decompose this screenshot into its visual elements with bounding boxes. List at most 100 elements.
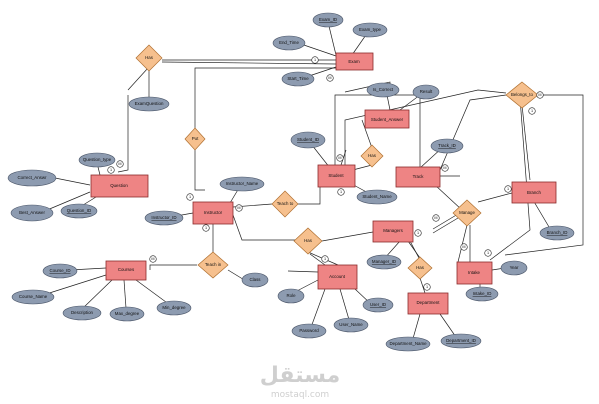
svg-text:Question_type: Question_type <box>83 157 112 162</box>
attribute-department-name: Department_Name <box>385 336 431 352</box>
svg-text:1: 1 <box>531 109 533 113</box>
svg-text:Student_ID: Student_ID <box>297 137 319 142</box>
entity-managers: Managers <box>372 220 414 243</box>
card-managers-1: 1 <box>414 229 422 237</box>
attribute-correct-answer: Correct_Answr <box>7 169 57 187</box>
card-intake-1: 1 <box>484 249 492 257</box>
card-department-1: 1 <box>423 283 431 291</box>
card-exam-m: M <box>326 74 334 82</box>
attribute-max-degree: Max_degree <box>109 306 145 322</box>
card-instructor-m: M <box>235 204 243 212</box>
attribute-question-type: Question_type <box>78 152 116 168</box>
attribute-exam-id: Exam_ID <box>312 12 344 28</box>
entity-intake: Intake <box>456 261 493 285</box>
svg-text:M: M <box>338 156 341 160</box>
attribute-is-correct: Is_Correct <box>366 82 400 98</box>
card-belongs-1: 1 <box>528 107 536 115</box>
card-managers-m: M <box>432 214 440 222</box>
svg-text:mostaql.com: mostaql.com <box>271 390 329 400</box>
attribute-result: Result <box>412 84 440 100</box>
svg-text:Teach to: Teach to <box>277 201 294 206</box>
attribute-user-name: User_Name <box>333 317 369 333</box>
card-belongs-m: M <box>536 91 544 99</box>
relationship-manage: Manage <box>452 199 482 227</box>
card-student-1: 1 <box>337 188 345 196</box>
svg-text:User_ID: User_ID <box>370 302 386 307</box>
attribute-department-id: Department_ID <box>440 333 482 349</box>
attribute-password: Password <box>291 323 327 339</box>
svg-text:Intake_ID: Intake_ID <box>473 291 492 296</box>
svg-text:Class: Class <box>250 277 262 282</box>
relationship-has-department: Has <box>407 256 433 280</box>
entity-department: Department <box>407 292 449 315</box>
svg-text:Exam_type: Exam_type <box>359 27 382 32</box>
svg-text:User_Name: User_Name <box>339 322 363 327</box>
svg-text:Manager_ID: Manager_ID <box>372 259 396 264</box>
entity-courses: Courses <box>105 260 147 281</box>
relationship-teach-in: Teach in <box>197 251 229 279</box>
svg-text:Department: Department <box>417 300 441 305</box>
svg-text:Department_ID: Department_ID <box>446 338 476 343</box>
svg-text:1: 1 <box>426 285 428 289</box>
svg-text:1: 1 <box>110 168 112 172</box>
attribute-student-id: Student_ID <box>290 131 326 149</box>
card-account-1: 1 <box>321 255 329 263</box>
svg-text:Courses: Courses <box>118 267 135 272</box>
relationship-belongs-to: Belongs_to <box>505 81 539 109</box>
entity-student: Student <box>317 164 356 188</box>
card-instructor-1a: 1 <box>186 193 194 201</box>
svg-text:Branch: Branch <box>527 190 541 195</box>
svg-text:1: 1 <box>314 58 316 62</box>
svg-text:Course_Name: Course_Name <box>19 294 48 299</box>
attribute-end-time: End_Time <box>272 35 306 51</box>
svg-text:M: M <box>151 257 154 261</box>
card-track-m: M <box>441 164 449 172</box>
svg-text:Start_Time: Start_Time <box>287 76 309 81</box>
attribute-track-id: Track_ID <box>430 138 464 154</box>
card-instructor-1b: 1 <box>202 224 210 232</box>
svg-text:Manage: Manage <box>459 210 475 215</box>
attribute-branch-id: Branch_ID <box>539 225 575 241</box>
svg-text:1: 1 <box>507 187 509 191</box>
entity-account: Account <box>317 264 358 290</box>
svg-text:Student: Student <box>328 173 344 178</box>
svg-text:Exam: Exam <box>348 59 360 64</box>
card-question-1: 1 <box>107 166 115 174</box>
watermark: مستقل mostaql.com <box>260 363 340 400</box>
svg-text:Has: Has <box>368 153 377 158</box>
svg-text:M: M <box>538 93 541 97</box>
svg-text:Instructor: Instructor <box>204 210 223 215</box>
svg-text:Student_Name: Student_Name <box>362 194 392 199</box>
svg-text:1: 1 <box>189 195 191 199</box>
svg-text:Department_Name: Department_Name <box>389 341 427 346</box>
svg-text:Description: Description <box>71 310 94 315</box>
svg-text:1: 1 <box>205 226 207 230</box>
attribute-course-id: Course_ID <box>42 263 78 279</box>
attribute-class: Class <box>241 272 269 288</box>
entity-exam: Exam <box>335 52 374 71</box>
svg-text:Question_ID: Question_ID <box>67 208 91 213</box>
card-intake-m: M <box>460 243 468 251</box>
svg-text:Account: Account <box>329 274 346 279</box>
relationship-has-answer: Has <box>360 144 384 168</box>
svg-text:1: 1 <box>340 190 342 194</box>
card-student-m: M <box>336 154 344 162</box>
svg-text:ExamQuestion: ExamQuestion <box>135 101 164 106</box>
svg-text:1: 1 <box>417 231 419 235</box>
cardinality-markers: 1 M M 1 1 M 1 M 1 M M 1 1 1 M 1 M 1 M 1 <box>107 56 544 291</box>
svg-text:End_Time: End_Time <box>279 40 299 45</box>
attribute-role: Role <box>277 288 305 304</box>
svg-text:M: M <box>328 76 331 80</box>
svg-text:M: M <box>118 162 121 166</box>
attribute-question-id: Question_ID <box>60 203 98 219</box>
svg-text:M: M <box>443 166 446 170</box>
attribute-description: Description <box>62 305 102 321</box>
svg-text:Result: Result <box>420 89 433 94</box>
svg-text:Question: Question <box>110 183 128 188</box>
svg-text:Is_Correct: Is_Correct <box>373 87 394 92</box>
entity-question: Question <box>90 174 149 198</box>
svg-text:Student_Answer: Student_Answer <box>371 117 404 122</box>
card-exam-1: 1 <box>311 56 319 64</box>
svg-text:Track: Track <box>413 174 425 179</box>
